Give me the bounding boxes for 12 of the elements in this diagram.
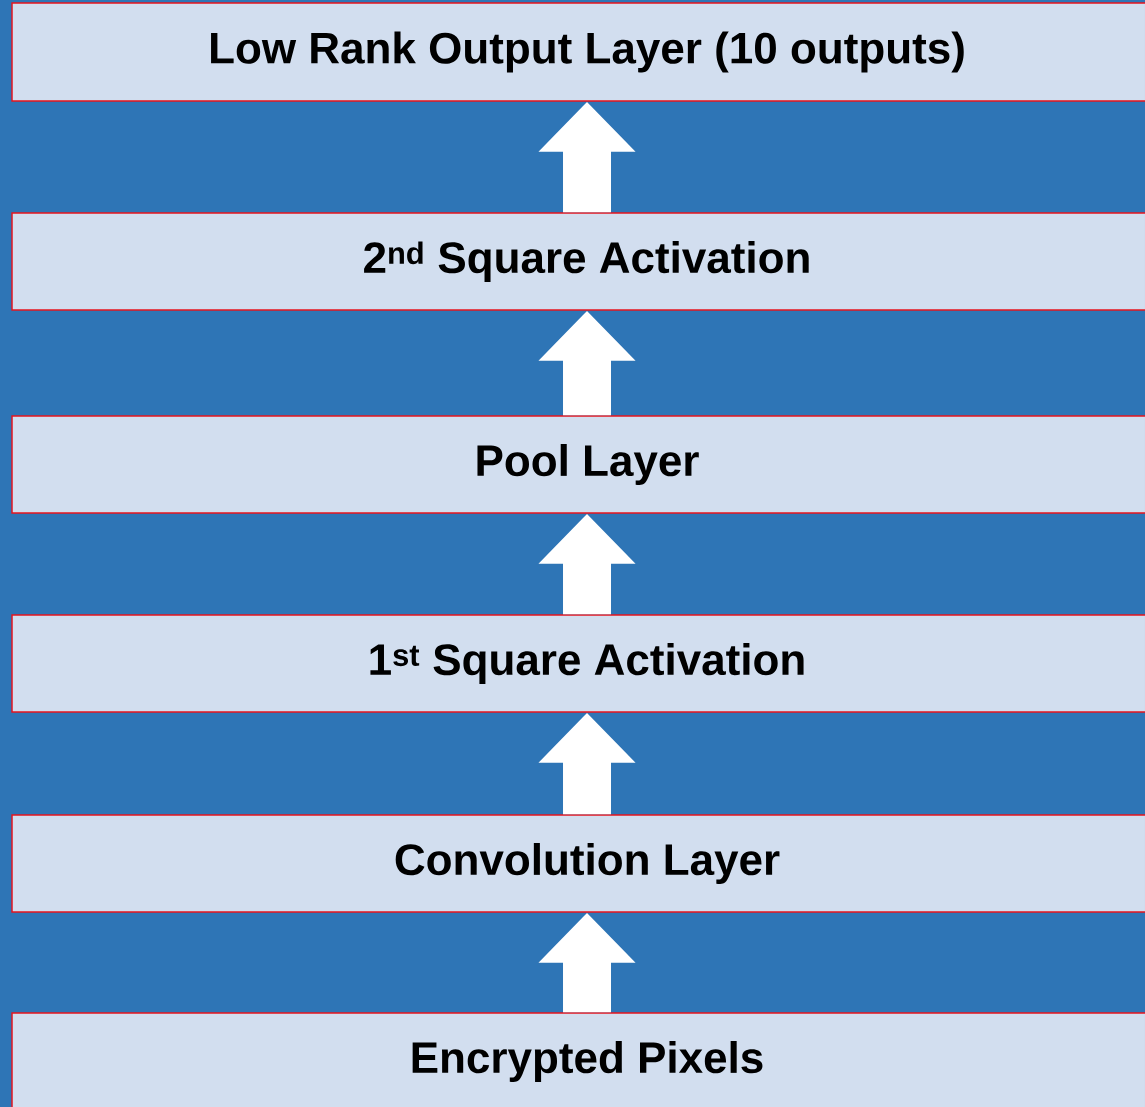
layer-box [11,814,1145,913]
layer-label: 2$^{nd}$ Square Activation [364,240,809,282]
layer-label: Pool Layer [477,443,699,485]
layer-box [11,212,1145,311]
layer-box [11,2,1145,102]
layer-box [11,415,1145,514]
layer-label: Low Rank Output Layer (10 outputs) [211,31,964,73]
layer-box [11,614,1145,713]
layer-label: Convolution Layer [395,843,780,884]
layer-label: 1$^{st}$ Square Activation [370,642,804,684]
layer-label: Encrypted Pixels [412,1041,763,1082]
layer-box [11,1012,1145,1107]
